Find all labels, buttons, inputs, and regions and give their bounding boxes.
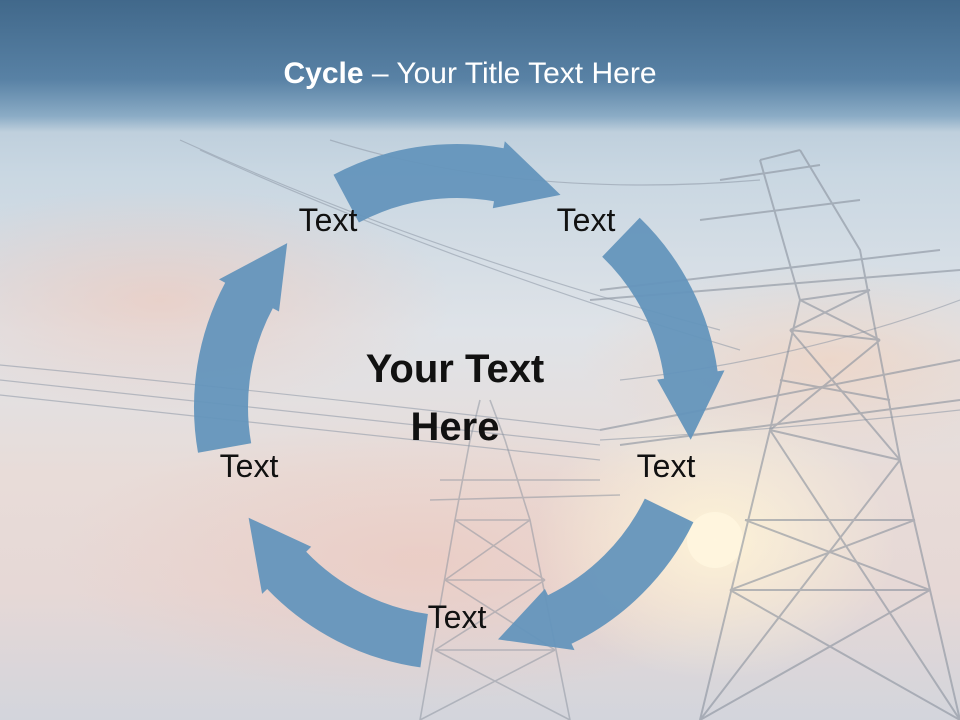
title-bold-part: Cycle	[283, 57, 364, 90]
cycle-arrow-2[interactable]	[602, 217, 725, 440]
center-text[interactable]: Your Text Here	[365, 347, 545, 449]
cycle-arrow-1[interactable]	[333, 141, 561, 223]
slide-title[interactable]: Cycle – Your Title Text Here	[0, 52, 940, 96]
sun	[687, 512, 743, 568]
cycle-node-label-2[interactable]: Text	[556, 202, 616, 238]
cycle-arrow-3[interactable]	[498, 498, 694, 651]
cycle-arrow-4[interactable]	[248, 517, 428, 668]
cycle-node-label-3[interactable]: Text	[636, 448, 696, 484]
tower-small	[419, 399, 621, 720]
cycle-node-label-1[interactable]: Text	[298, 202, 358, 238]
cycle-arrow-5[interactable]	[193, 243, 288, 453]
title-rest: – Your Title Text Here	[363, 57, 657, 90]
cycle-node-label-4[interactable]: Text	[427, 599, 487, 635]
cycle-node-label-5[interactable]: Text	[219, 448, 279, 484]
title-band	[0, 0, 960, 132]
